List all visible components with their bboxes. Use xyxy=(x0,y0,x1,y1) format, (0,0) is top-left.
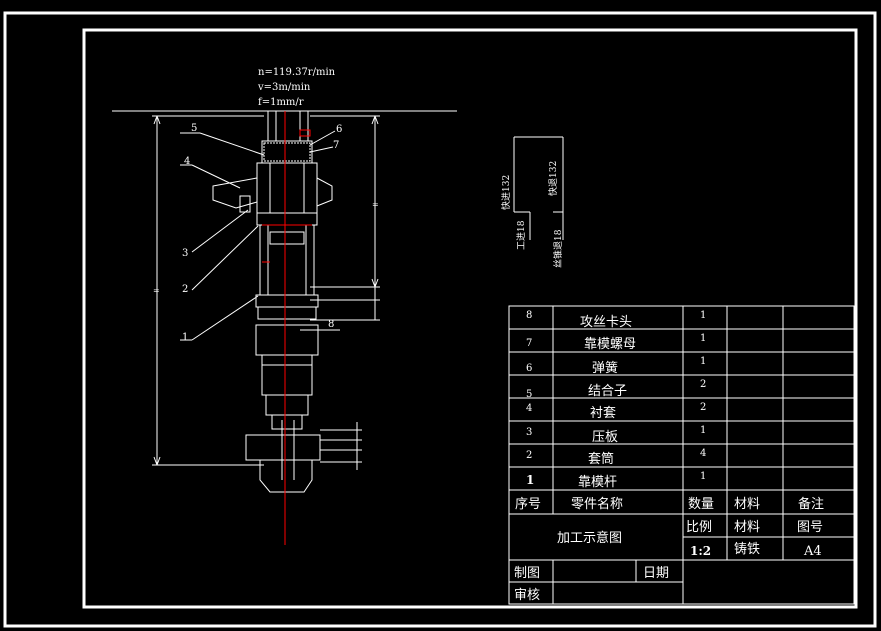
drawing-no-value: A4 xyxy=(803,544,822,559)
bom-qty: 1 xyxy=(700,333,706,344)
param-velocity: v=3m/min xyxy=(257,82,311,93)
material-value: 铸铁 xyxy=(734,541,760,557)
bom-name: 靠模杆 xyxy=(578,475,617,490)
date-label: 日期 xyxy=(643,566,669,581)
bom-name: 衬套 xyxy=(590,405,616,421)
title-block xyxy=(508,513,855,605)
bom-no: 7 xyxy=(526,338,532,349)
right-dim-text: = xyxy=(372,200,379,209)
outer-frame xyxy=(3,11,877,628)
bom-qty: 2 xyxy=(700,402,706,413)
drawing-no-label: 图号 xyxy=(797,520,823,535)
bom-qty: 1 xyxy=(700,356,706,367)
param-speed: n=119.37r/min xyxy=(258,67,336,78)
svg-text:序号: 序号 xyxy=(515,497,541,512)
cycle-fast-in: 快进132 xyxy=(500,175,512,210)
scale-value: 1:2 xyxy=(690,544,711,558)
checked-label: 审核 xyxy=(514,588,540,603)
balloon-6: 6 xyxy=(336,124,342,135)
red-detail-3 xyxy=(299,129,311,137)
balloon-8: 8 xyxy=(328,319,334,330)
svg-text:数量: 数量 xyxy=(688,497,714,512)
bom-header: 序号 零件名称 数量 材料 备注 xyxy=(515,496,824,512)
bom-name: 压板 xyxy=(592,430,618,445)
inner-frame xyxy=(82,28,858,609)
balloon-3: 3 xyxy=(182,248,188,259)
left-dimension xyxy=(152,115,264,466)
bom-no: 6 xyxy=(526,363,532,374)
bom-no: 5 xyxy=(526,389,532,400)
svg-text:备注: 备注 xyxy=(798,496,824,512)
svg-text:零件名称: 零件名称 xyxy=(571,496,623,512)
bom-name: 弹簧 xyxy=(592,360,618,376)
bom-table xyxy=(508,305,855,515)
cycle-work-feed: 工进18 xyxy=(516,220,527,250)
drawn-label: 制图 xyxy=(514,566,540,581)
cycle-fast-out: 快退132 xyxy=(547,161,559,196)
cycle-tap-back: 丝锥退18 xyxy=(552,229,564,268)
bom-name: 结合子 xyxy=(588,384,627,399)
param-feed: f=1mm/r xyxy=(258,97,304,108)
bom-name: 套筒 xyxy=(588,451,614,467)
balloon-5: 5 xyxy=(191,123,197,134)
balloon-2: 2 xyxy=(182,284,188,295)
bom-rows: 8 攻丝卡头 1 7 靠模螺母 1 6 弹簧 1 5 结合子 2 4 衬套 2 … xyxy=(526,310,706,490)
bom-qty: 4 xyxy=(700,448,706,459)
bom-no: 4 xyxy=(526,403,532,414)
drawing-title: 加工示意图 xyxy=(557,530,622,546)
bom-qty: 2 xyxy=(700,379,706,390)
bom-no: 3 xyxy=(526,427,532,438)
material-label: 材料 xyxy=(734,520,760,535)
bom-no: 8 xyxy=(526,310,532,321)
balloon-4: 4 xyxy=(184,156,190,167)
bom-qty: 1 xyxy=(700,471,706,482)
bom-name: 靠模螺母 xyxy=(584,337,636,352)
bom-no: 2 xyxy=(526,450,532,461)
bom-name: 攻丝卡头 xyxy=(580,315,632,330)
balloon-7: 7 xyxy=(333,140,339,151)
bom-qty: 1 xyxy=(700,425,706,436)
bom-qty: 1 xyxy=(700,310,706,321)
right-dimension xyxy=(310,115,380,321)
leader-lines xyxy=(180,130,340,341)
scale-label: 比例 xyxy=(686,520,712,535)
bottom-dimensions xyxy=(320,422,362,470)
balloon-1: 1 xyxy=(182,332,188,343)
svg-text:材料: 材料 xyxy=(734,497,760,512)
bom-no: 1 xyxy=(526,473,534,487)
left-dim-text: = xyxy=(153,286,160,295)
tool-assembly xyxy=(212,110,333,493)
work-cycle-diagram xyxy=(513,136,564,240)
